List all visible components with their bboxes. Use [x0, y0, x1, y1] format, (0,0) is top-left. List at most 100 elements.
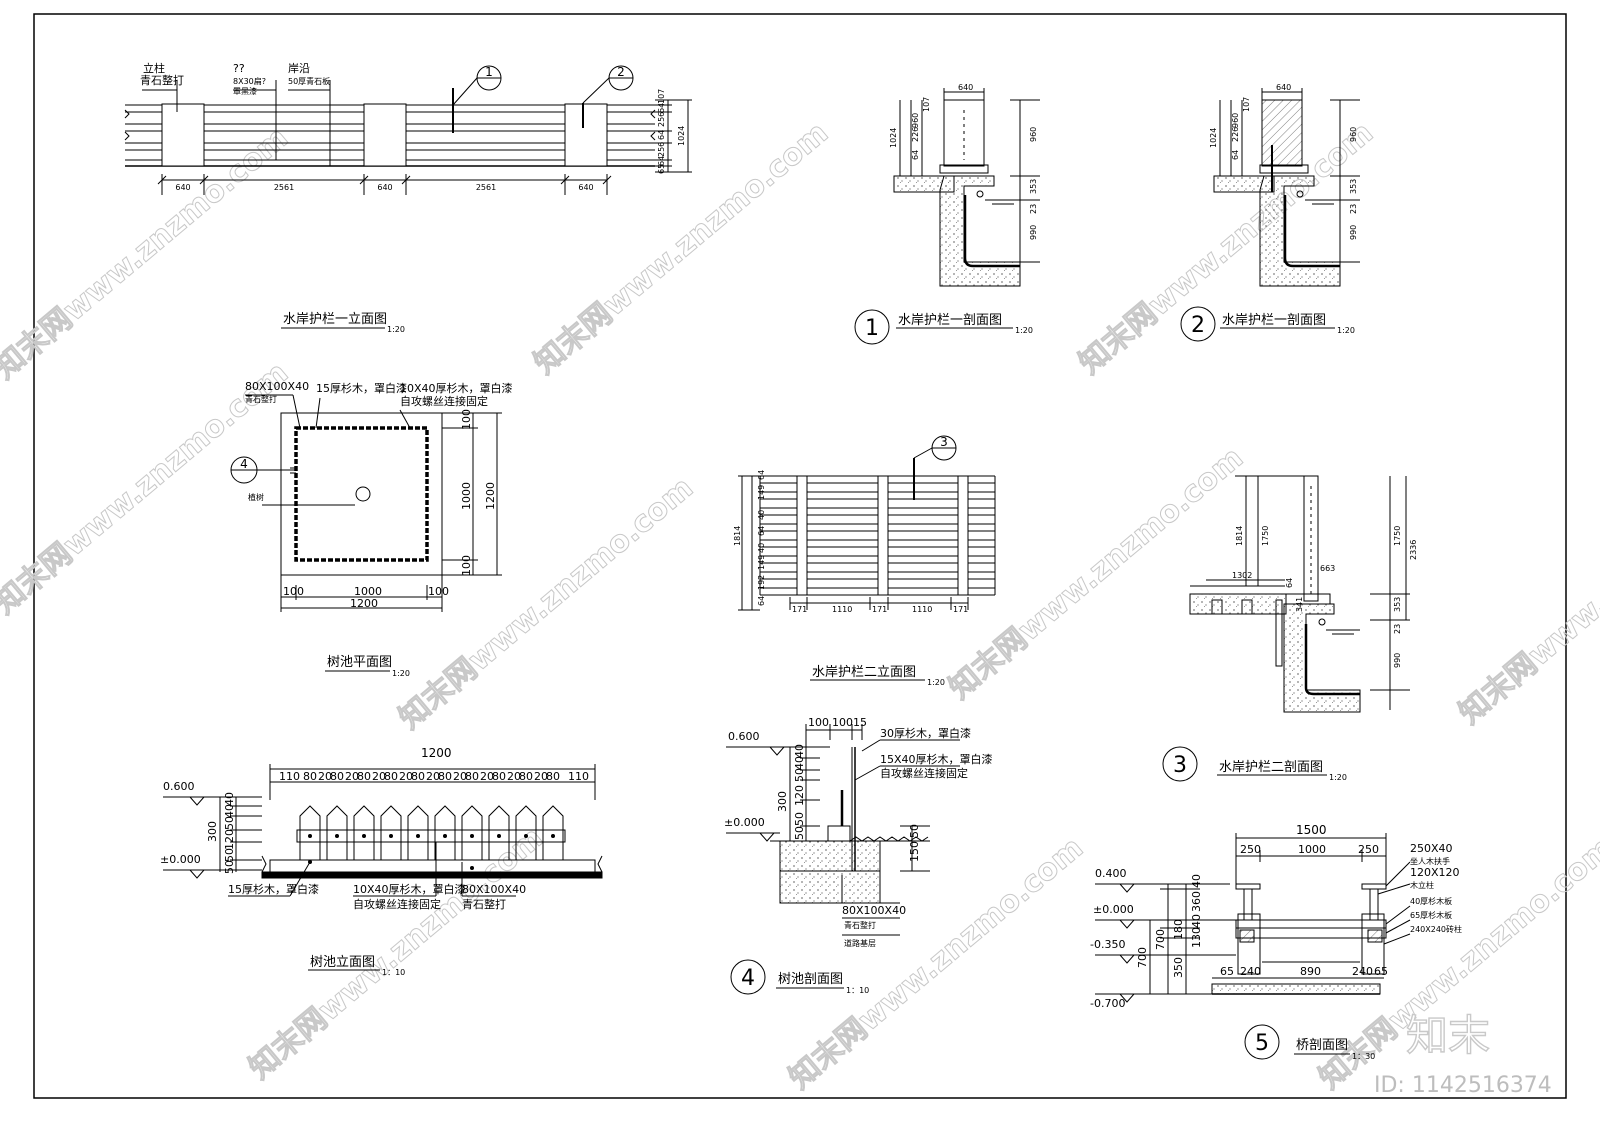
section-1-title: 水岸护栏一剖面图	[898, 313, 1002, 328]
dim-right: 65	[657, 164, 666, 174]
dim: 1302	[1232, 571, 1252, 580]
dim-right: 64	[657, 156, 666, 166]
dim-right: 256	[657, 142, 666, 157]
dim: 80	[357, 770, 371, 783]
dim: 1750	[1393, 526, 1402, 546]
dim: 120	[223, 829, 236, 850]
dim: 2336	[1409, 540, 1418, 560]
section-2-title: 水岸护栏一剖面图	[1222, 313, 1326, 328]
watermark-text: 知末网www.znzmo.com	[943, 440, 1250, 706]
pickets	[300, 806, 563, 860]
note: 青石整打	[844, 920, 876, 930]
dim: 110	[568, 770, 589, 783]
dim: 20	[507, 770, 521, 783]
dim: 80	[384, 770, 398, 783]
image-id: ID: 1142516374	[1374, 1073, 1552, 1098]
level-label: 0.600	[163, 780, 195, 793]
section-number: 4	[741, 966, 755, 991]
dim: 80	[411, 770, 425, 783]
rail1-elevation-title: 水岸护栏一立面图	[283, 312, 387, 327]
dim: 250	[1358, 843, 1379, 856]
dim: 1200	[484, 482, 497, 510]
section-number: 3	[1173, 753, 1187, 778]
note: 80X100X40	[842, 904, 906, 917]
scale: 1：10	[382, 968, 405, 977]
dim: 240	[1352, 965, 1373, 978]
note: 120X120	[1410, 866, 1460, 879]
dim: 960	[1349, 127, 1358, 142]
dim: 353	[1029, 179, 1038, 194]
note: 10X40厚杉木，罩白漆	[353, 882, 466, 896]
note: 道路基层	[844, 938, 876, 948]
scale: 1:20	[387, 325, 405, 334]
dim: 171	[792, 605, 807, 614]
note: 青石整打	[462, 897, 506, 911]
bridge-section: 0.400 ±0.000 -0.350 -0.700 40 360 40 180…	[1090, 823, 1462, 1061]
dim: 250	[1240, 843, 1261, 856]
dim: 20	[399, 770, 413, 783]
dim: 80	[438, 770, 452, 783]
dim: 960	[1231, 113, 1240, 128]
dim-total: 1814	[733, 526, 742, 546]
dim: 1750	[1261, 526, 1270, 546]
note: 40厚杉木板	[1410, 896, 1452, 906]
treepit-section: 0.600 ±0.000 300 40 40 50 120 50 50 100 …	[724, 716, 993, 995]
dim: 700	[1136, 947, 1149, 968]
level-label: -0.350	[1090, 938, 1125, 951]
dim: 40	[757, 543, 766, 553]
note: 80X100X40	[245, 380, 309, 393]
note: 65厚杉木板	[1410, 910, 1452, 920]
note: 青石整打	[245, 394, 277, 404]
dim-total: 1024	[677, 126, 686, 146]
dim: 20	[426, 770, 440, 783]
dim: 990	[1393, 653, 1402, 668]
dim: 40	[757, 510, 766, 520]
dim-bottom: 640	[578, 183, 593, 192]
scale: 1：10	[846, 986, 869, 995]
dim: 80	[519, 770, 533, 783]
dim: 226	[911, 127, 920, 142]
note-unknown: ??	[233, 62, 245, 75]
note: 木立柱	[1410, 880, 1434, 890]
dim: 40	[223, 792, 236, 806]
dim: 20	[318, 770, 332, 783]
dim: 180	[1172, 919, 1185, 940]
dim: 65	[1374, 965, 1388, 978]
dim-bottom: 2561	[274, 183, 294, 192]
dim: 107	[922, 97, 931, 112]
dim-bottom: 640	[377, 183, 392, 192]
section-number: 1	[865, 316, 879, 341]
dim: 100	[460, 409, 473, 430]
dim: 20	[345, 770, 359, 783]
section-number: 5	[1255, 1031, 1269, 1056]
note: 10X40厚杉木，罩白漆	[400, 381, 513, 395]
dim: 50	[223, 816, 236, 830]
rail2-elevation: 3 64 149 40 64 40 149 192 64 1814 171 11…	[733, 435, 995, 687]
dim: 20	[453, 770, 467, 783]
dim: 23	[1393, 624, 1402, 634]
section-marker-3: 3	[940, 435, 948, 449]
dim: 107	[1242, 97, 1251, 112]
note-flatbar: 8X30扁?	[233, 76, 266, 86]
dim: 20	[534, 770, 548, 783]
dim: 890	[1300, 965, 1321, 978]
section-number: 2	[1191, 313, 1205, 338]
scale: 1:20	[927, 678, 945, 687]
watermark-text: 知末网www.znzmo.com	[393, 470, 700, 736]
treepit-plan: 4 80X100X40 青石整打 15厚杉木，罩白漆 10X40厚杉木，罩白漆 …	[231, 380, 513, 678]
dim-right: 107	[657, 89, 666, 104]
dim: 50	[223, 860, 236, 874]
dim: 40	[223, 804, 236, 818]
dim: 80	[492, 770, 506, 783]
scale: 1:20	[1329, 773, 1347, 782]
treepit-elevation-title: 树池立面图	[310, 955, 375, 970]
note-post: 立柱	[143, 61, 165, 75]
note: 坐人木扶手	[1410, 856, 1450, 866]
dim: 65	[1220, 965, 1234, 978]
dim: 192	[757, 575, 766, 590]
dim: 1814	[1235, 526, 1244, 546]
dim: 20	[372, 770, 386, 783]
level-label: 0.400	[1095, 867, 1127, 880]
note-slab: 50厚青石板	[288, 76, 330, 86]
level-label: ±0.000	[160, 853, 201, 866]
